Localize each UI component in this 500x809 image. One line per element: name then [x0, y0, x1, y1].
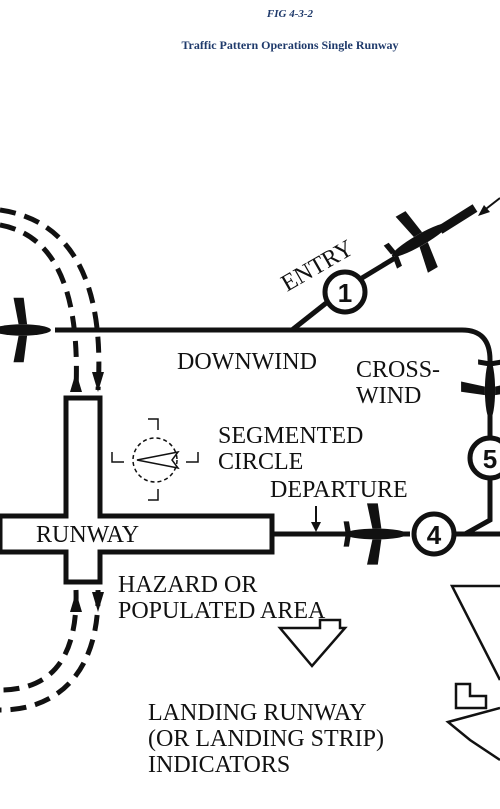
landing-indicator-icon [445, 584, 500, 762]
svg-text:4: 4 [427, 520, 442, 550]
leg-marker-departure: 4 [411, 511, 457, 557]
segmented-circle-icon [111, 418, 199, 501]
figure-label: FIG 4-3-2 [266, 8, 314, 20]
crosswind-label-line1: CROSS- [356, 357, 440, 383]
svg-text:5: 5 [483, 444, 497, 474]
segmented-circle-label-line2: CIRCLE [218, 449, 303, 475]
landing-indicators-label-line2: (OR LANDING STRIP) [148, 726, 384, 752]
landing-indicators-label-line3: INDICATORS [148, 752, 290, 778]
approach-curves [0, 207, 102, 713]
approach-arrowheads [70, 372, 104, 612]
landing-indicators-label-line1: LANDING RUNWAY [148, 700, 366, 726]
hazard-label-line2: POPULATED AREA [118, 598, 326, 624]
departure-arrow [311, 506, 321, 532]
airplane-icon [343, 503, 407, 565]
airplane-icon [374, 195, 465, 286]
svg-text:1: 1 [338, 278, 352, 308]
crosswind-label-line2: WIND [356, 383, 421, 409]
leg-marker-crosswind: 5 [467, 435, 500, 481]
entry-arrow [478, 197, 500, 216]
runway-shape [0, 395, 275, 585]
segmented-circle-label-line1: SEGMENTED [218, 423, 363, 449]
traffic-pattern-path [55, 204, 500, 537]
airplane-icon [0, 297, 51, 363]
hazard-label-line1: HAZARD OR [118, 572, 257, 598]
downwind-label: DOWNWIND [177, 349, 317, 375]
leg-marker-entry: 1 [322, 269, 368, 315]
hazard-arrow-icon [277, 618, 348, 668]
runway-label: RUNWAY [36, 522, 139, 548]
departure-label: DEPARTURE [270, 477, 408, 503]
airplane-icon [461, 359, 500, 419]
figure-title: Traffic Pattern Operations Single Runway [181, 38, 399, 52]
